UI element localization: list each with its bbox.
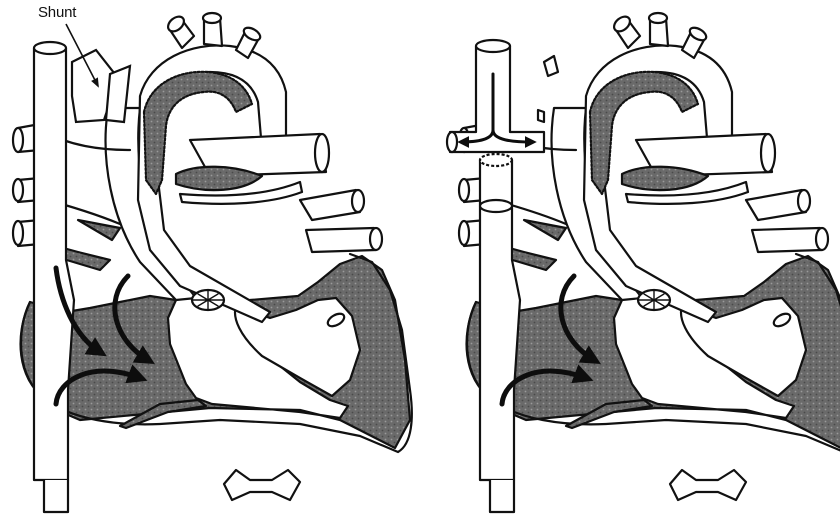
shunt-label: Shunt — [38, 4, 76, 22]
left-panel — [13, 13, 412, 512]
right-heart-outline — [459, 13, 840, 500]
shunt-tube — [72, 50, 130, 122]
right-panel — [447, 13, 840, 512]
right-vena-cava — [447, 40, 558, 512]
left-vena-cava — [34, 42, 74, 512]
